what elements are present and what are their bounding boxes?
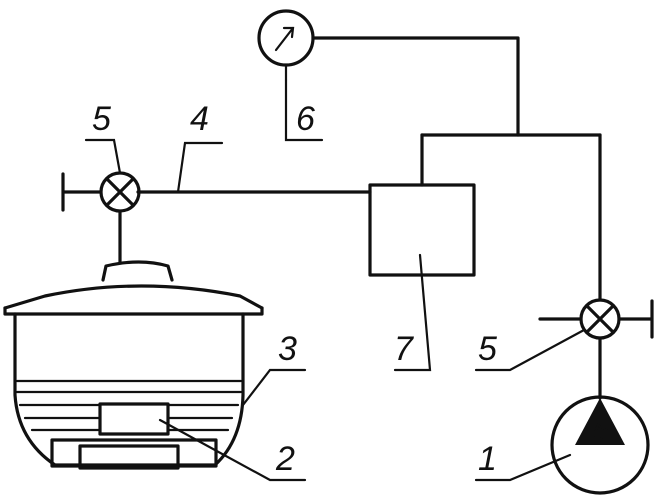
valve-left	[61, 171, 141, 213]
label-5-right: 5	[478, 330, 497, 368]
valve-right	[538, 298, 654, 340]
leader-lines	[84, 78, 586, 482]
label-3: 3	[278, 330, 297, 368]
label-2: 2	[275, 440, 295, 478]
vessel	[3, 260, 264, 470]
label-6: 6	[296, 100, 315, 138]
label-1: 1	[478, 440, 497, 478]
pump	[550, 395, 650, 495]
label-4: 4	[190, 100, 209, 138]
label-5-left: 5	[92, 100, 111, 138]
label-7: 7	[394, 330, 414, 368]
unit-box	[368, 183, 476, 277]
pipework	[118, 36, 602, 400]
sample-block	[98, 402, 170, 436]
pressure-gauge	[257, 9, 315, 82]
